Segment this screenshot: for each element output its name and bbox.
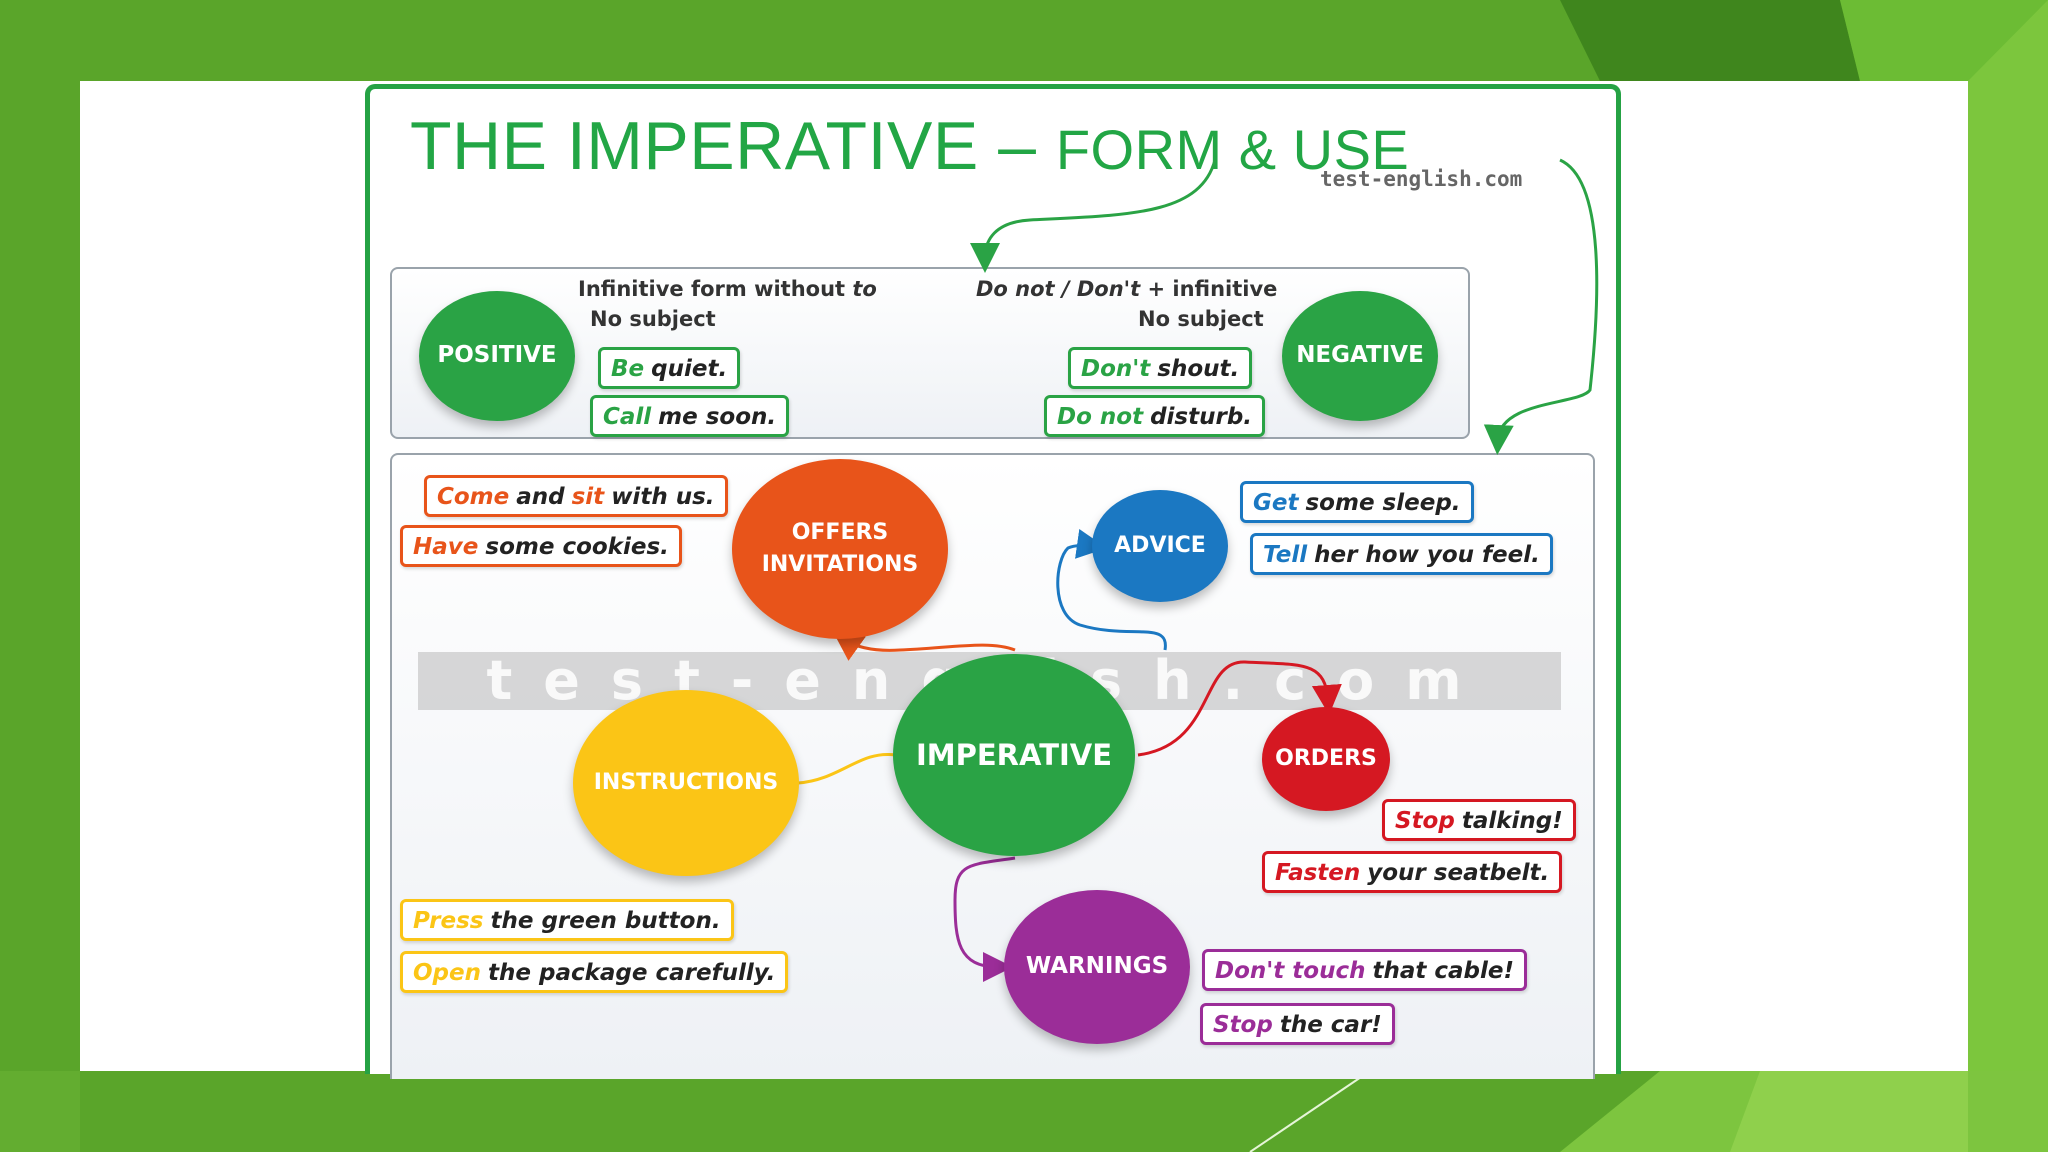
warnings-circle: WARNINGS [1004, 890, 1190, 1044]
imperative-infographic: THE IMPERATIVE – FORM & USE test-english… [365, 84, 1621, 1079]
offers-invitations-circle: OFFERS INVITATIONS [732, 459, 948, 639]
orders-circle: ORDERS [1262, 707, 1390, 811]
positive-circle: POSITIVE [419, 291, 575, 421]
advice-circle: ADVICE [1092, 490, 1228, 602]
form-panel: POSITIVE Infinitive form without to No s… [390, 267, 1470, 439]
negative-rule-subject: No subject [1138, 307, 1264, 331]
negative-circle: NEGATIVE [1282, 291, 1438, 421]
site-logo: test-english.com [1320, 167, 1523, 191]
imperative-circle: IMPERATIVE [893, 654, 1135, 856]
positive-rule-subject: No subject [590, 307, 716, 331]
positive-rule: Infinitive form without to [578, 277, 877, 301]
page-title: THE IMPERATIVE – FORM & USE [410, 108, 1410, 184]
negative-rule: Do not / Don't + infinitive [976, 277, 1278, 301]
instructions-circle: INSTRUCTIONS [573, 690, 799, 876]
